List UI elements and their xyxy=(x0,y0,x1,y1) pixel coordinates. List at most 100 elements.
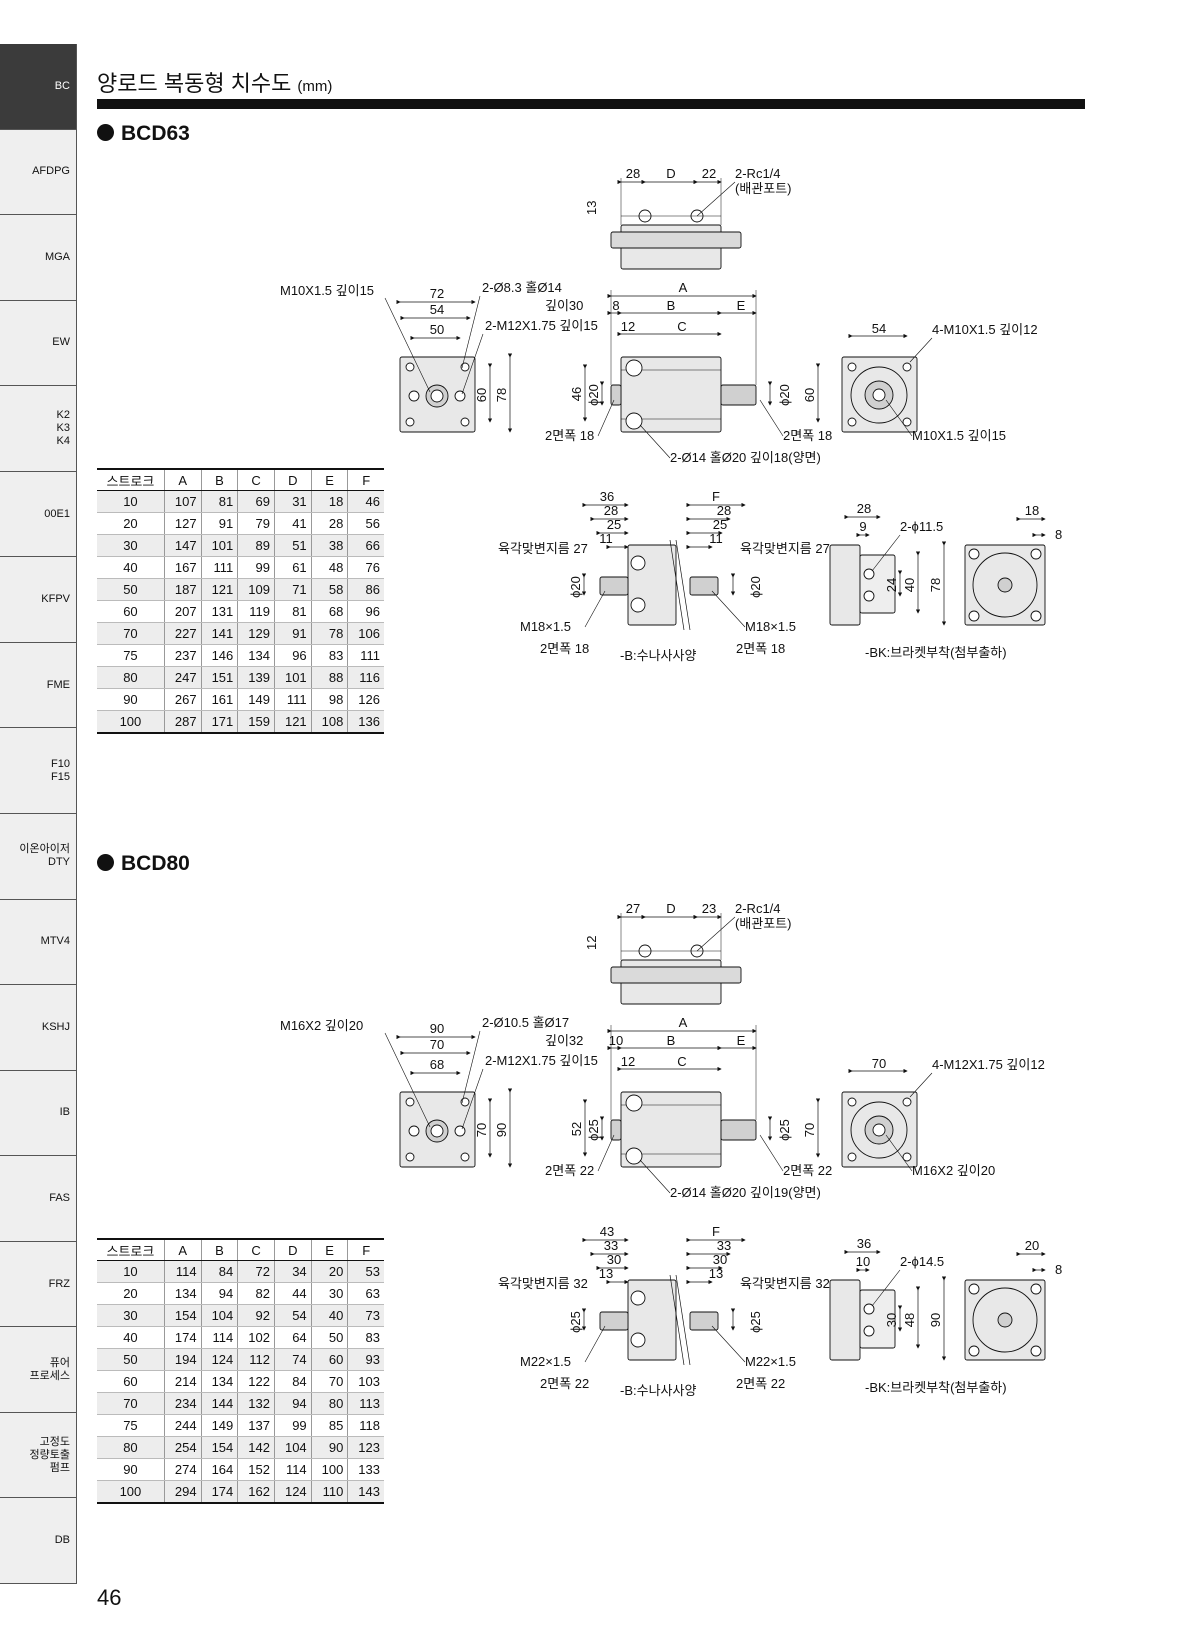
sidebar-tab[interactable]: KSHJ xyxy=(0,985,76,1071)
drawing-line xyxy=(597,399,615,437)
dimension-label: M16X2 깊이20 xyxy=(280,1018,363,1033)
dimension-label: A xyxy=(679,1015,688,1030)
sidebar-tab-label: 00E1 xyxy=(44,507,70,520)
table-cell: 122 xyxy=(237,1370,275,1393)
sidebar-tab[interactable]: 00E1 xyxy=(0,471,76,558)
table-cell: 121 xyxy=(273,710,312,734)
dimension-label: 2면폭 22 xyxy=(736,1376,785,1391)
b-rod-right xyxy=(689,1311,719,1331)
sidebar-tab[interactable]: FRZ xyxy=(0,1241,76,1328)
sidebar-tab[interactable]: EW xyxy=(0,300,76,387)
dimension-label: 11 xyxy=(599,531,613,546)
table-cell: 75 xyxy=(97,644,165,667)
sidebar-tab[interactable]: MTV4 xyxy=(0,899,76,986)
page-title: 양로드 복동형 치수도(mm) xyxy=(97,66,332,98)
table-cell: 111 xyxy=(200,556,238,579)
table-cell: 103 xyxy=(347,1370,384,1393)
dimension-label: (배관포트) xyxy=(735,916,792,931)
table-cell: 162 xyxy=(237,1480,275,1504)
section-title-bcd63: BCD63 xyxy=(97,122,190,146)
drawing-circle xyxy=(902,1152,912,1162)
table-cell: 134 xyxy=(163,1282,202,1305)
table-cell: 40 xyxy=(97,1326,165,1349)
bk-bracket xyxy=(829,544,861,626)
rod-left xyxy=(610,384,622,406)
sidebar-tab[interactable]: DB xyxy=(0,1498,76,1584)
sidebar-tab-label: FME xyxy=(46,678,70,691)
table-cell: 164 xyxy=(200,1458,238,1481)
rod-thread-circle xyxy=(430,1124,444,1138)
sidebar-tab[interactable]: 퓨어 프로세스 xyxy=(0,1327,76,1413)
dimension-label: 2-Ø14 홀Ø20 깊이19(양면) xyxy=(670,1185,821,1200)
drawing-line xyxy=(584,1325,606,1363)
dimension-label: M10X1.5 깊이15 xyxy=(912,428,1006,443)
sidebar-tab[interactable]: 고정도 정량토출 펌프 xyxy=(0,1412,76,1499)
sidebar-tab[interactable]: 이온아이저 DTY xyxy=(0,814,76,900)
dimension-label: 8 xyxy=(1055,1262,1062,1277)
sidebar-tab[interactable]: K2 K3 K4 xyxy=(0,386,76,472)
b-rod-left xyxy=(599,576,629,596)
dimension-label: 2-Rc1/4 xyxy=(735,901,781,916)
drawing-circle xyxy=(968,610,980,622)
dimension-label: 50 xyxy=(430,322,444,337)
dimension-label: D xyxy=(666,901,675,916)
table-cell: 108 xyxy=(310,710,348,734)
dimension-label: 2-Ø8.3 홀Ø14 xyxy=(482,280,562,295)
dimension-label: B xyxy=(667,1033,676,1048)
table-cell: 10 xyxy=(97,1260,165,1283)
bullet-icon xyxy=(97,854,114,871)
drawing-circle xyxy=(997,577,1013,593)
table-cell: 134 xyxy=(200,1370,238,1393)
table-cell: 94 xyxy=(273,1392,312,1415)
table-cell: 92 xyxy=(237,1304,275,1327)
drawing-circle xyxy=(847,1152,857,1162)
dimension-label: 70 xyxy=(872,1056,886,1071)
sidebar-tab[interactable]: AFDPG xyxy=(0,129,76,216)
sidebar-tab-label: 고정도 정량토출 펌프 xyxy=(29,1435,70,1474)
table-cell: 247 xyxy=(163,666,202,689)
drawing-circle xyxy=(863,1325,875,1337)
sidebar-tab[interactable]: KFPV xyxy=(0,557,76,643)
table-header: D xyxy=(273,468,312,491)
dimension-label: M10X1.5 깊이15 xyxy=(280,283,374,298)
dimension-label: C xyxy=(677,1054,686,1069)
drawing-circle xyxy=(454,1125,466,1137)
drawing-circle xyxy=(405,1152,415,1162)
table-cell: 60 xyxy=(97,600,165,623)
sidebar-tab[interactable]: F10 F15 xyxy=(0,728,76,814)
sidebar-tab[interactable]: FME xyxy=(0,642,76,729)
drawing-line xyxy=(759,399,784,437)
table-cell: 139 xyxy=(237,666,275,689)
sidebar-tab[interactable]: IB xyxy=(0,1070,76,1157)
section-name: BCD63 xyxy=(121,122,190,145)
sidebar-tab[interactable]: FAS xyxy=(0,1156,76,1242)
dimension-label: 8 xyxy=(1055,527,1062,542)
table-cell: 30 xyxy=(97,1304,165,1327)
table-cell: 102 xyxy=(237,1326,275,1349)
sidebar-tab[interactable]: BC xyxy=(0,44,76,130)
sidebar-tab[interactable]: MGA xyxy=(0,215,76,301)
drawing-line xyxy=(909,337,933,363)
drawing-circle xyxy=(405,1097,415,1107)
drawing-circle xyxy=(625,412,643,430)
dimension-label: -BK:브라켓부착(첨부출하) xyxy=(865,645,1007,660)
table-cell: 147 xyxy=(163,534,202,557)
dimension-label: ϕ25 xyxy=(777,1119,792,1141)
table-cell: 142 xyxy=(237,1436,275,1459)
dimension-label: 46 xyxy=(569,387,584,401)
drawing-circle xyxy=(625,1094,643,1112)
dimension-label: 2-ϕ14.5 xyxy=(900,1254,944,1269)
rod-right xyxy=(720,384,757,406)
dimension-label: 33 xyxy=(604,1238,618,1253)
dimension-label: 48 xyxy=(902,1313,917,1327)
table-cell: 61 xyxy=(273,556,312,579)
dimension-label: ϕ20 xyxy=(777,384,792,406)
table-cell: 112 xyxy=(237,1348,275,1371)
table-cell: 131 xyxy=(200,600,238,623)
dimension-label: 30 xyxy=(884,1313,899,1327)
